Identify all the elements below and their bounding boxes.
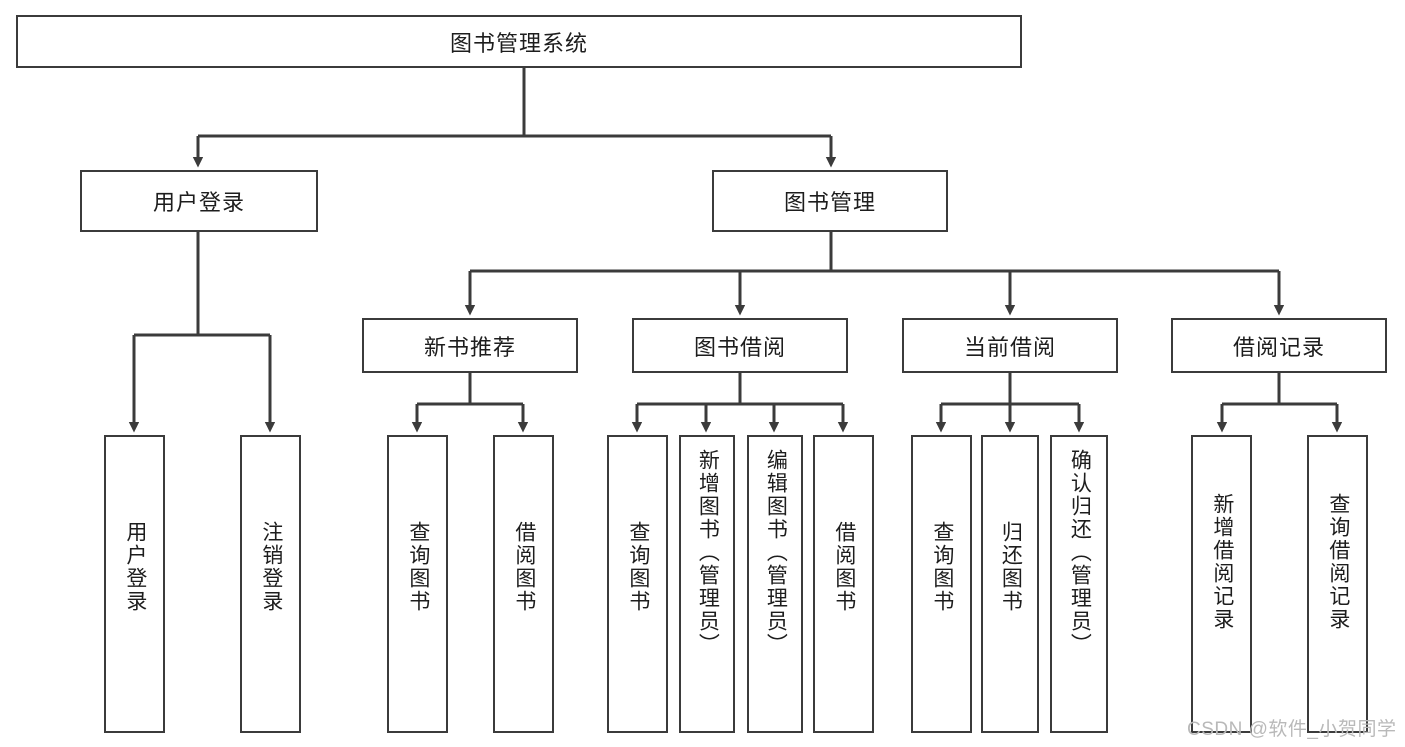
node-label: 图书管理系统: [449, 30, 588, 56]
node-user-login[interactable]: 用户登录: [80, 170, 318, 232]
leaf-query-borrow-record[interactable]: 查询借阅记录: [1307, 435, 1368, 733]
node-label: 用户登录: [152, 190, 245, 215]
node-label: 借阅图书: [512, 521, 536, 613]
node-label: 用户登录: [123, 521, 147, 613]
node-borrow-record[interactable]: 借阅记录: [1171, 318, 1387, 373]
leaf-confirm-return[interactable]: 确认归还（管理员）: [1050, 435, 1108, 733]
node-label: 新增借阅记录: [1210, 493, 1234, 631]
leaf-user-login[interactable]: 用户登录: [104, 435, 165, 733]
node-label: 查询借阅记录: [1326, 493, 1350, 631]
leaf-borrow-book[interactable]: 借阅图书: [813, 435, 874, 733]
leaf-logout-login[interactable]: 注销登录: [240, 435, 301, 733]
node-label: 当前借阅: [963, 334, 1056, 360]
node-label: 编辑图书（管理员）: [764, 449, 788, 656]
node-label: 图书借阅: [693, 334, 786, 360]
node-label: 注销登录: [259, 521, 283, 613]
node-label: 确认归还（管理员）: [1068, 449, 1092, 656]
node-current-borrow[interactable]: 当前借阅: [902, 318, 1118, 373]
node-label: 新书推荐: [423, 334, 516, 360]
node-label: 归还图书: [999, 521, 1023, 613]
node-label: 借阅记录: [1232, 334, 1325, 360]
leaf-edit-book[interactable]: 编辑图书（管理员）: [747, 435, 803, 733]
node-label: 查询图书: [406, 521, 430, 613]
node-label: 查询图书: [626, 521, 650, 613]
node-label: 图书管理: [783, 190, 876, 215]
leaf-add-book[interactable]: 新增图书（管理员）: [679, 435, 735, 733]
node-book-management[interactable]: 图书管理: [712, 170, 948, 232]
csdn-watermark: CSDN @软件_小贺同学: [1187, 719, 1397, 740]
node-label: 查询图书: [930, 521, 954, 613]
leaf-query-book-recommend[interactable]: 查询图书: [387, 435, 448, 733]
leaf-query-book-borrow[interactable]: 查询图书: [607, 435, 668, 733]
leaf-return-book[interactable]: 归还图书: [981, 435, 1039, 733]
leaf-query-book-current[interactable]: 查询图书: [911, 435, 972, 733]
leaf-add-borrow-record[interactable]: 新增借阅记录: [1191, 435, 1252, 733]
node-label: 借阅图书: [832, 521, 856, 613]
node-label: 新增图书（管理员）: [696, 449, 720, 656]
leaf-borrow-book-recommend[interactable]: 借阅图书: [493, 435, 554, 733]
node-new-book-recommend[interactable]: 新书推荐: [362, 318, 578, 373]
node-root-system[interactable]: 图书管理系统: [16, 15, 1022, 68]
node-book-borrow[interactable]: 图书借阅: [632, 318, 848, 373]
